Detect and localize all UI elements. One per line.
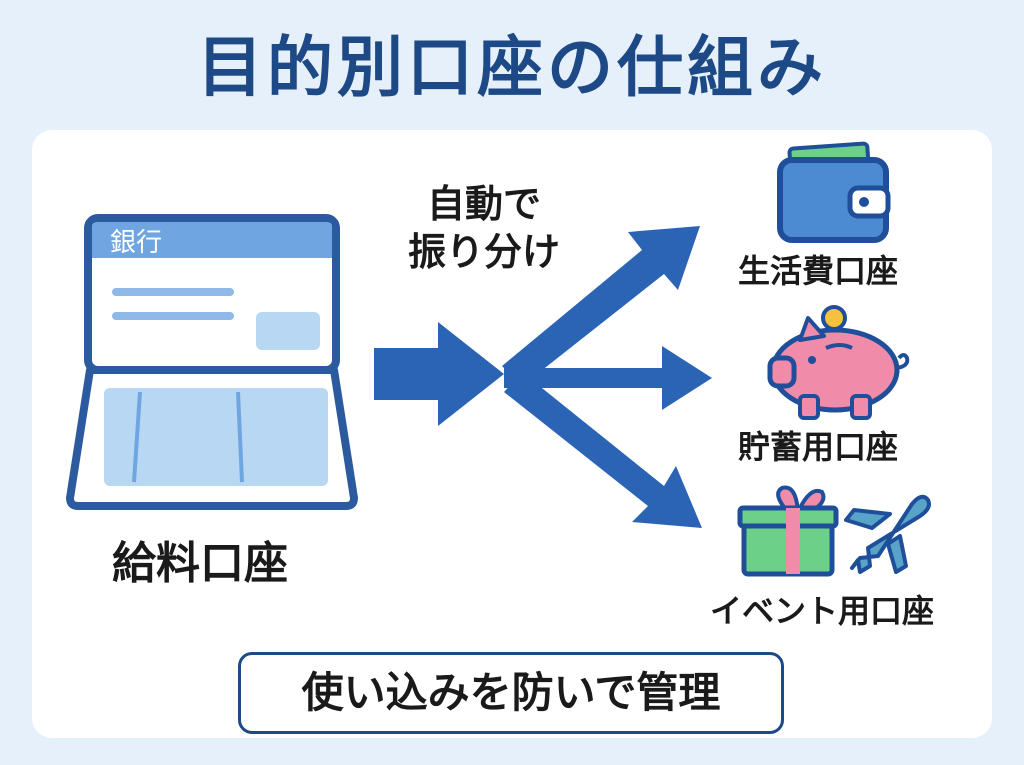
piggy-bank-icon — [767, 305, 910, 420]
destination-living-label: 生活費口座 — [738, 252, 899, 290]
gift-icon — [737, 485, 839, 577]
page-title: 目的別口座の仕組み — [197, 29, 827, 106]
input-arrow — [374, 322, 504, 426]
wallet-icon — [777, 141, 891, 243]
airplane-icon — [844, 494, 931, 574]
destination-event-label: イベント用口座 — [710, 592, 935, 630]
arrow-to-savings — [504, 346, 712, 410]
flow-arrows — [374, 226, 712, 528]
bank-text: 銀行 — [110, 228, 162, 258]
laptop-bank-icon — [66, 214, 358, 510]
bottom-note: 使い込みを防いで管理 — [238, 652, 784, 734]
arrow-to-living — [502, 226, 700, 386]
flow-label-line-2: 振り分け — [407, 230, 560, 274]
destination-savings-label: 貯蓄用口座 — [738, 428, 899, 466]
flow-label-line-1: 自動で — [426, 182, 541, 226]
arrow-to-event — [504, 372, 702, 528]
source-account-label: 給料口座 — [112, 538, 288, 589]
flow-label: 自動で 振り分け — [384, 180, 584, 276]
